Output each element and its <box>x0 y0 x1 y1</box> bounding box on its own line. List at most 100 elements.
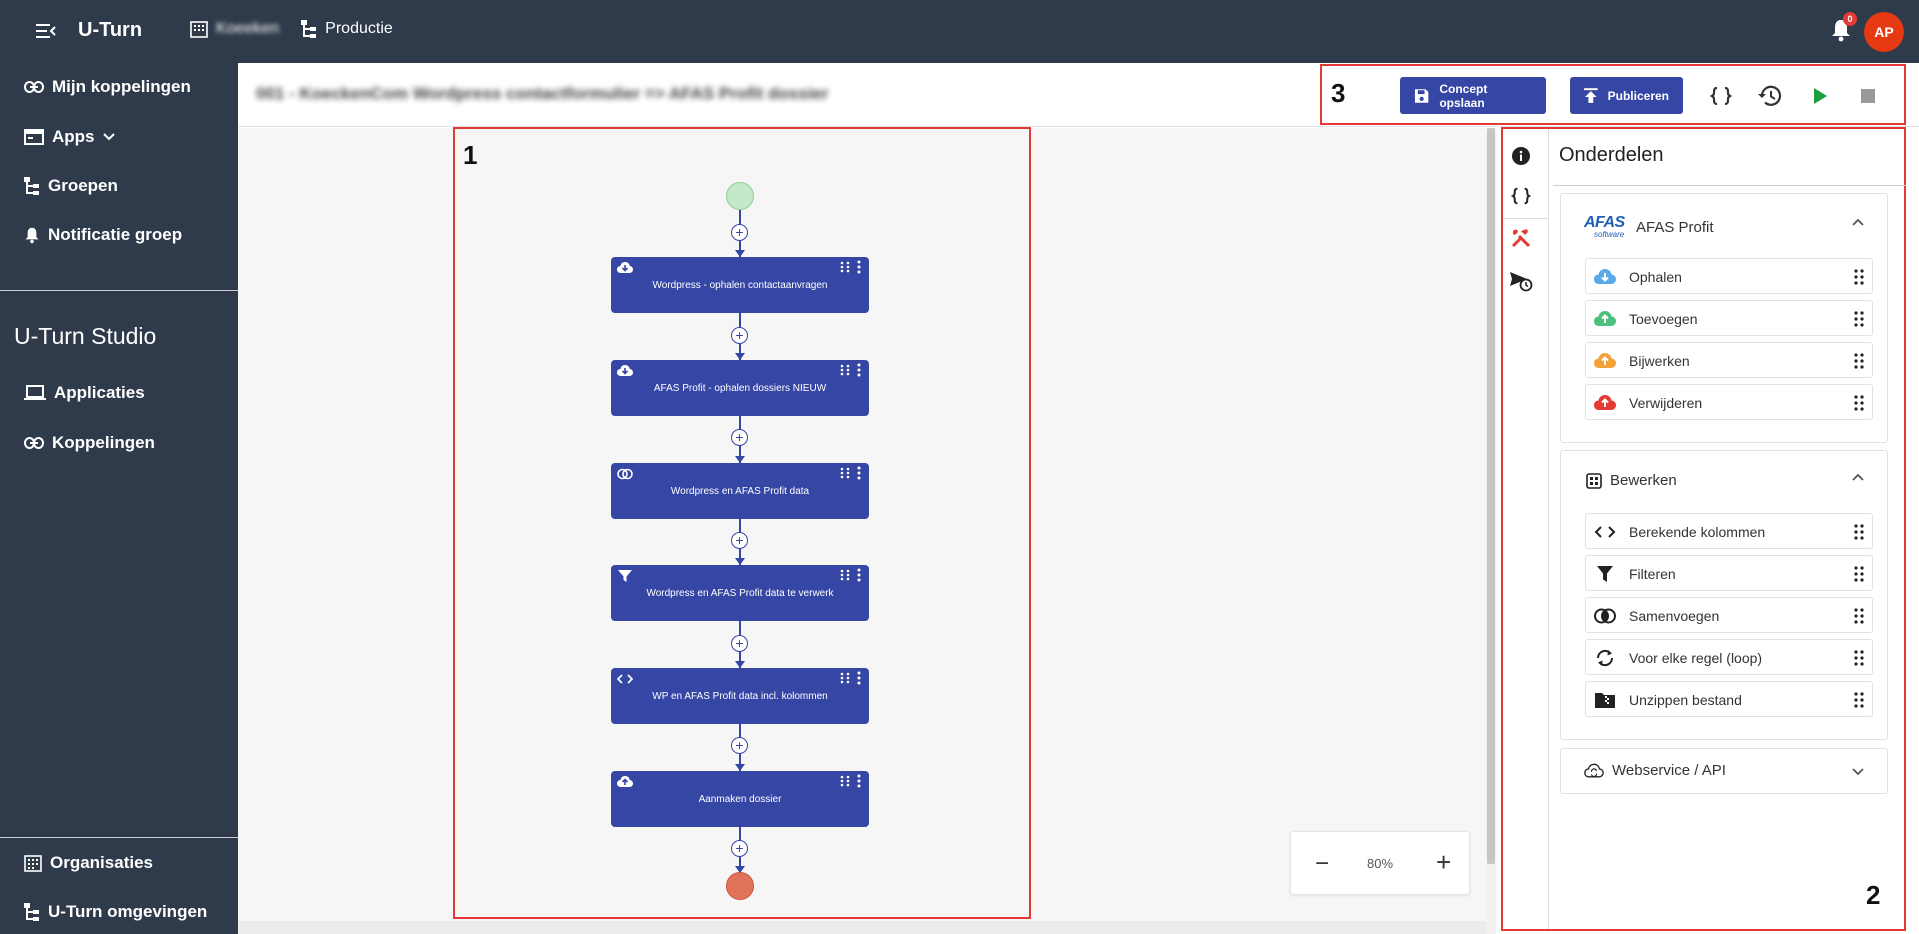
chevron-down-icon[interactable] <box>1852 768 1864 776</box>
sidebar-item-notificatie-groep[interactable]: Notificatie groep <box>24 225 182 245</box>
cloud-download-icon <box>617 365 633 376</box>
sidebar-item-label: Groepen <box>48 176 118 195</box>
sidebar-item-applicaties[interactable]: Applicaties <box>24 383 145 403</box>
drag-handle-icon[interactable] <box>839 261 851 273</box>
drag-handle-icon[interactable] <box>839 364 851 376</box>
canvas-horizontal-scrollbar[interactable] <box>238 921 1486 934</box>
flow-node-merge[interactable]: Wordpress en AFAS Profit data <box>611 463 869 519</box>
group-header-afas[interactable]: AFAS software AFAS Profit <box>1584 215 1714 239</box>
sidebar-item-label: Notificatie groep <box>48 225 183 244</box>
add-step-button[interactable]: + <box>731 532 748 549</box>
flow-node-afas-fetch[interactable]: AFAS Profit - ophalen dossiers NIEUW <box>611 360 869 416</box>
more-vertical-icon[interactable] <box>856 466 862 480</box>
group-name: AFAS Profit <box>1636 218 1714 236</box>
cloud-upload-icon <box>1594 353 1616 368</box>
sidebar-item-organisaties[interactable]: Organisaties <box>24 853 153 873</box>
more-vertical-icon[interactable] <box>856 363 862 377</box>
add-step-button[interactable]: + <box>731 224 748 241</box>
menu-collapse-icon[interactable] <box>36 22 56 45</box>
sidebar-item-mijn-koppelingen[interactable]: Mijn koppelingen <box>24 77 191 97</box>
add-step-button[interactable]: + <box>731 840 748 857</box>
canvas-scroll-thumb[interactable] <box>1487 128 1495 864</box>
hierarchy-icon <box>24 177 39 195</box>
drag-handle-icon[interactable] <box>1854 692 1864 708</box>
merge-icon <box>617 468 633 480</box>
group-header-bewerken[interactable]: Bewerken <box>1586 472 1677 489</box>
flow-arrow <box>735 558 745 565</box>
flow-start-node[interactable] <box>726 182 754 210</box>
group-header-webservice[interactable]: Webservice / API <box>1584 762 1726 779</box>
cloud-download-icon <box>1594 269 1616 284</box>
drag-handle-icon[interactable] <box>1854 311 1864 327</box>
save-draft-label: Concept opslaan <box>1439 81 1488 110</box>
drag-handle-icon[interactable] <box>839 775 851 787</box>
code-icon <box>617 674 633 684</box>
flow-node-wordpress-fetch[interactable]: Wordpress - ophalen contactaanvragen <box>611 257 869 313</box>
publish-button[interactable]: Publiceren <box>1570 77 1683 114</box>
drag-handle-icon[interactable] <box>1854 608 1864 624</box>
flow-arrow <box>735 456 745 463</box>
run-button[interactable] <box>1807 83 1833 109</box>
save-draft-button[interactable]: Concept opslaan <box>1400 77 1546 114</box>
add-step-button[interactable]: + <box>731 737 748 754</box>
component-berekende-kolommen[interactable]: Berekende kolommen <box>1585 513 1873 549</box>
flow-node-create-dossier[interactable]: Aanmaken dossier <box>611 771 869 827</box>
drag-handle-icon[interactable] <box>839 569 851 581</box>
json-braces-button[interactable] <box>1708 83 1734 109</box>
drag-handle-icon[interactable] <box>1854 395 1864 411</box>
component-unzippen-bestand[interactable]: Unzippen bestand <box>1585 681 1873 717</box>
component-samenvoegen[interactable]: Samenvoegen <box>1585 597 1873 633</box>
flow-node-calculated-columns[interactable]: WP en AFAS Profit data incl. kolommen <box>611 668 869 724</box>
filter-icon <box>618 570 632 582</box>
chevron-up-icon[interactable] <box>1852 218 1864 226</box>
history-button[interactable] <box>1757 83 1783 109</box>
more-vertical-icon[interactable] <box>856 774 862 788</box>
drag-handle-icon[interactable] <box>1854 269 1864 285</box>
more-vertical-icon[interactable] <box>856 568 862 582</box>
panel-tab-info[interactable] <box>1508 143 1534 169</box>
afas-logo: AFAS software <box>1584 215 1628 239</box>
component-label: Unzippen bestand <box>1629 692 1742 708</box>
filter-icon <box>1597 566 1613 582</box>
link-icon <box>24 437 44 449</box>
drag-handle-icon[interactable] <box>1854 524 1864 540</box>
component-filteren[interactable]: Filteren <box>1585 555 1873 591</box>
app-title[interactable]: U-Turn <box>78 19 143 41</box>
add-step-button[interactable]: + <box>731 327 748 344</box>
flow-end-node[interactable] <box>726 872 754 900</box>
zoom-out-button[interactable]: − <box>1315 850 1330 877</box>
panel-tab-schedule[interactable] <box>1508 268 1534 294</box>
sidebar-section-title: U-Turn Studio <box>14 323 157 349</box>
chevron-up-icon[interactable] <box>1852 473 1864 481</box>
flow-node-filter[interactable]: Wordpress en AFAS Profit data te verwerk <box>611 565 869 621</box>
panel-tab-variables[interactable] <box>1508 183 1534 209</box>
drag-handle-icon[interactable] <box>1854 650 1864 666</box>
sidebar-item-groepen[interactable]: Groepen <box>24 176 118 196</box>
panel-tab-components[interactable] <box>1508 225 1534 251</box>
nav-organisation[interactable]: Koeeken <box>190 20 279 38</box>
drag-handle-icon[interactable] <box>839 467 851 479</box>
component-afas-verwijderen[interactable]: Verwijderen <box>1585 384 1873 420</box>
drag-handle-icon[interactable] <box>1854 353 1864 369</box>
component-group-webservice[interactable] <box>1560 748 1888 794</box>
component-afas-bijwerken[interactable]: Bijwerken <box>1585 342 1873 378</box>
nav-environment[interactable]: Productie <box>301 20 393 38</box>
component-afas-ophalen[interactable]: Ophalen <box>1585 258 1873 294</box>
sidebar-item-u-turn-omgevingen[interactable]: U-Turn omgevingen <box>24 902 207 922</box>
add-step-button[interactable]: + <box>731 429 748 446</box>
user-avatar[interactable]: AP <box>1864 12 1904 52</box>
zoom-in-button[interactable]: + <box>1436 847 1452 877</box>
drag-handle-icon[interactable] <box>1854 566 1864 582</box>
component-afas-toevoegen[interactable]: Toevoegen <box>1585 300 1873 336</box>
more-vertical-icon[interactable] <box>856 260 862 274</box>
sidebar-item-apps[interactable]: Apps <box>24 127 115 147</box>
stop-button[interactable] <box>1855 83 1881 109</box>
component-voor-elke-regel-loop[interactable]: Voor elke regel (loop) <box>1585 639 1873 675</box>
more-vertical-icon[interactable] <box>856 671 862 685</box>
add-step-button[interactable]: + <box>731 635 748 652</box>
sidebar-item-koppelingen[interactable]: Koppelingen <box>24 433 155 453</box>
drag-handle-icon[interactable] <box>839 672 851 684</box>
flow-arrow <box>735 866 745 873</box>
component-label: Ophalen <box>1629 269 1682 285</box>
sidebar-item-label: Apps <box>52 127 95 146</box>
